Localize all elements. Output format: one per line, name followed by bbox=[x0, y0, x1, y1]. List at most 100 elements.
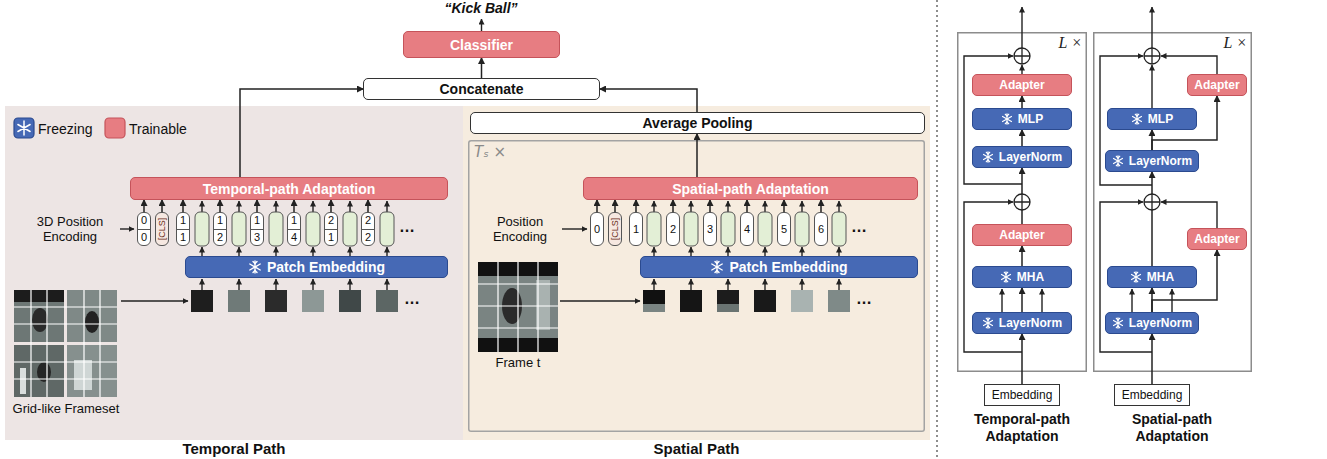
position-token: 4 bbox=[740, 212, 754, 246]
snowflake-stroke bbox=[983, 154, 992, 159]
flow-arrow bbox=[1171, 289, 1172, 312]
snowflake-stroke bbox=[983, 154, 992, 159]
patch-token bbox=[795, 212, 809, 246]
frozen-box: MLP bbox=[1107, 108, 1197, 130]
image-patch bbox=[754, 290, 776, 312]
frame-detail bbox=[85, 311, 99, 333]
frozen-box: LayerNorm bbox=[1105, 312, 1199, 334]
sum-symbol bbox=[1014, 48, 1030, 64]
box-label: 1 bbox=[251, 213, 263, 229]
flow-arrow bbox=[1001, 289, 1002, 312]
image-patch bbox=[717, 290, 739, 312]
connector bbox=[1151, 334, 1153, 384]
annotation: 3D Position Encoding bbox=[37, 214, 103, 244]
frozen-box: MHA bbox=[972, 266, 1072, 288]
connector bbox=[1021, 246, 1023, 266]
input-box: Embedding bbox=[984, 384, 1060, 406]
position-token: 1 bbox=[629, 212, 643, 246]
flow-arrow bbox=[1021, 65, 1022, 74]
layout-arrows bbox=[120, 7, 1217, 352]
box-label: Patch Embedding bbox=[729, 259, 847, 275]
box-label: 3 bbox=[707, 223, 713, 235]
output-arrow bbox=[481, 19, 482, 31]
token-arrow bbox=[386, 247, 387, 256]
connector bbox=[240, 89, 363, 177]
frozen-box: MLP bbox=[972, 108, 1072, 130]
patch-arrow bbox=[653, 279, 654, 290]
snowflake-stroke bbox=[1137, 122, 1139, 124]
box-label: Temporal-path Adaptation bbox=[203, 181, 376, 197]
snowflake-stroke bbox=[717, 271, 719, 273]
patch-token bbox=[343, 212, 357, 246]
cls-token: [CLS] bbox=[155, 212, 169, 246]
box-label: 2 bbox=[325, 213, 337, 229]
token-arrow bbox=[838, 247, 839, 256]
snowflake-icon bbox=[982, 151, 994, 163]
label-holder: Spatial-path Adaptation bbox=[1097, 411, 1247, 445]
box-label: [CLS] bbox=[157, 218, 167, 241]
snowflake-stroke bbox=[1118, 164, 1120, 166]
ellipsis: … bbox=[851, 218, 867, 235]
region-caption: Spatial Path bbox=[654, 440, 740, 457]
token-arrow bbox=[275, 247, 276, 256]
box-label: MHA bbox=[1147, 270, 1174, 284]
connector bbox=[672, 200, 674, 212]
box-label: Concatenate bbox=[439, 81, 523, 97]
snowflake-stroke bbox=[1001, 274, 1010, 279]
token-arrow bbox=[349, 201, 350, 212]
connector bbox=[182, 200, 184, 212]
patch-token bbox=[758, 212, 772, 246]
image-patch-detail bbox=[643, 304, 665, 312]
position-token: 6 bbox=[814, 212, 828, 246]
token-arrow bbox=[386, 201, 387, 212]
snowflake-stroke bbox=[983, 320, 992, 325]
caption-holder: Tₛ × bbox=[474, 143, 506, 161]
image-patch bbox=[828, 290, 850, 312]
flow-arrow bbox=[1041, 289, 1042, 312]
connector bbox=[1021, 334, 1023, 384]
input-arrow bbox=[121, 300, 188, 301]
snowflake-icon bbox=[1112, 155, 1124, 167]
box-label: 0 bbox=[138, 213, 150, 229]
patch-token bbox=[306, 212, 320, 246]
connector bbox=[1151, 172, 1153, 266]
image-patch bbox=[228, 290, 250, 312]
connector bbox=[1152, 250, 1217, 312]
box-label: Adapter bbox=[1194, 232, 1239, 246]
connector bbox=[1152, 96, 1217, 150]
connector bbox=[1021, 130, 1023, 146]
box-label: LayerNorm bbox=[999, 316, 1062, 330]
connector bbox=[481, 58, 483, 78]
position-token: 2 bbox=[666, 212, 680, 246]
connector bbox=[635, 200, 637, 212]
box-label: 2 bbox=[670, 223, 676, 235]
cls-token: [CLS] bbox=[608, 212, 622, 246]
token-arrow bbox=[690, 247, 691, 256]
patch-arrow bbox=[690, 279, 691, 290]
label-holder: Position Encoding bbox=[480, 214, 560, 244]
snowflake-stroke bbox=[1113, 158, 1122, 163]
label-holder: 3D Position Encoding bbox=[22, 214, 118, 244]
label-holder: … bbox=[404, 291, 426, 307]
patch-token bbox=[684, 212, 698, 246]
token-arrow bbox=[238, 201, 239, 212]
token-arrow bbox=[238, 247, 239, 256]
connector bbox=[256, 200, 258, 212]
panel-caption: Spatial-path Adaptation bbox=[1132, 411, 1212, 444]
token-arrow bbox=[275, 201, 276, 212]
frozen-box: Patch Embedding bbox=[640, 256, 918, 278]
sum-symbol bbox=[1014, 194, 1030, 210]
snowflake-stroke bbox=[1131, 274, 1140, 279]
patch-token bbox=[232, 212, 246, 246]
frame-image bbox=[478, 262, 558, 352]
pointer-arrow bbox=[120, 228, 134, 229]
snowflake-stroke bbox=[1113, 320, 1122, 325]
grid-lines bbox=[14, 290, 117, 397]
snowflake-stroke bbox=[1136, 280, 1138, 282]
token-arrow bbox=[349, 247, 350, 256]
token-arrow bbox=[653, 201, 654, 212]
frame bbox=[67, 290, 117, 342]
label-holder: … bbox=[399, 219, 421, 235]
trainable-box: Temporal-path Adaptation bbox=[130, 177, 448, 200]
patch-arrow bbox=[838, 279, 839, 290]
